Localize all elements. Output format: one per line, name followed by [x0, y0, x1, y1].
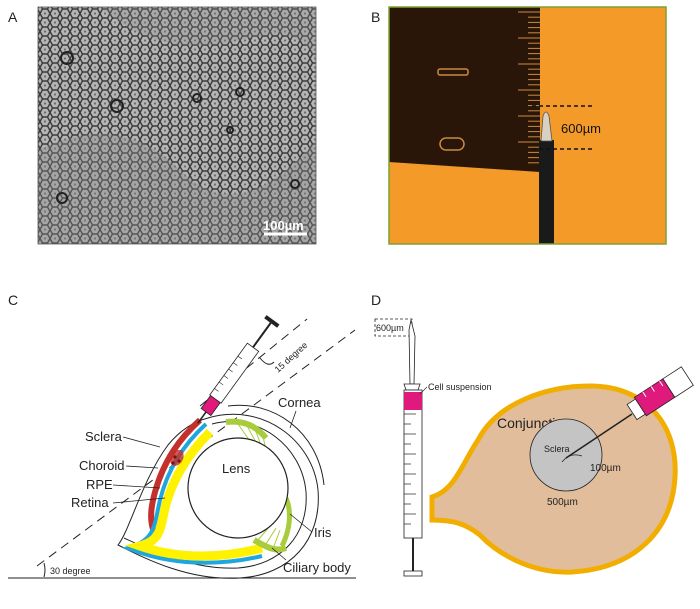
- diameter-label: 500µm: [547, 497, 578, 508]
- ciliary-bottom: [252, 537, 288, 553]
- ruler: [389, 7, 540, 172]
- iris-band: [279, 497, 292, 548]
- sclera-disc: [529, 418, 603, 492]
- label-ciliary-body: Ciliary body: [283, 560, 351, 575]
- lens: [187, 437, 289, 539]
- syringe-c: [197, 315, 280, 424]
- needle-shaft: [539, 140, 554, 244]
- panel-d-label: D: [371, 292, 381, 308]
- syringe-hub: [403, 383, 421, 391]
- label-retina: Retina: [71, 495, 109, 510]
- panel-d: D 600µm Cell suspension Conjunctiva Scle…: [371, 292, 694, 577]
- panel-c: C 30 degree 15 degree: [8, 292, 356, 579]
- cell-micrograph: [38, 7, 316, 244]
- ciliary-top: [225, 418, 269, 440]
- ruler-photo: [389, 7, 666, 244]
- label-sclera: Sclera: [85, 429, 123, 444]
- retina-layer: [124, 428, 264, 561]
- micrograph-frame: [37, 6, 317, 245]
- barrel-ticks: [404, 413, 416, 525]
- needle-tip: [540, 111, 553, 142]
- measurement-label: 600µm: [561, 121, 601, 136]
- choroid-layer: [148, 417, 203, 534]
- needle-d: [408, 319, 416, 385]
- sclera-label: Sclera: [544, 444, 570, 454]
- syringe-angled: [626, 366, 694, 421]
- label-iris: Iris: [314, 525, 332, 540]
- angle-arc-30: [43, 562, 46, 578]
- eye-outer-wall: [117, 413, 319, 579]
- label-lens: Lens: [222, 461, 251, 476]
- cell-suspension-fill: [404, 392, 422, 410]
- panel-b-label: B: [371, 9, 380, 25]
- scale-bar-label: 100µm: [263, 218, 304, 233]
- angle-15-label: 15 degree: [273, 340, 310, 375]
- panel-a-label: A: [8, 9, 18, 25]
- cornea-curve: [227, 404, 325, 486]
- photo-frame: [388, 6, 667, 245]
- plunger-head: [403, 570, 423, 577]
- label-rpe: RPE: [86, 477, 113, 492]
- panel-a: A 100µm: [8, 6, 317, 245]
- panel-b: B 600µm: [371, 6, 667, 245]
- depth-label: 100µm: [590, 463, 621, 474]
- cell-suspension-label: Cell suspension: [428, 382, 492, 392]
- label-cornea: Cornea: [278, 395, 321, 410]
- angle-arc-15: [259, 357, 275, 365]
- ruler-ticks: [518, 11, 540, 164]
- needle-length-label: 600µm: [376, 323, 404, 333]
- label-choroid: Choroid: [79, 458, 125, 473]
- panel-c-label: C: [8, 292, 18, 308]
- needle-angled: [565, 413, 633, 459]
- angle-30-label: 30 degree: [50, 566, 91, 576]
